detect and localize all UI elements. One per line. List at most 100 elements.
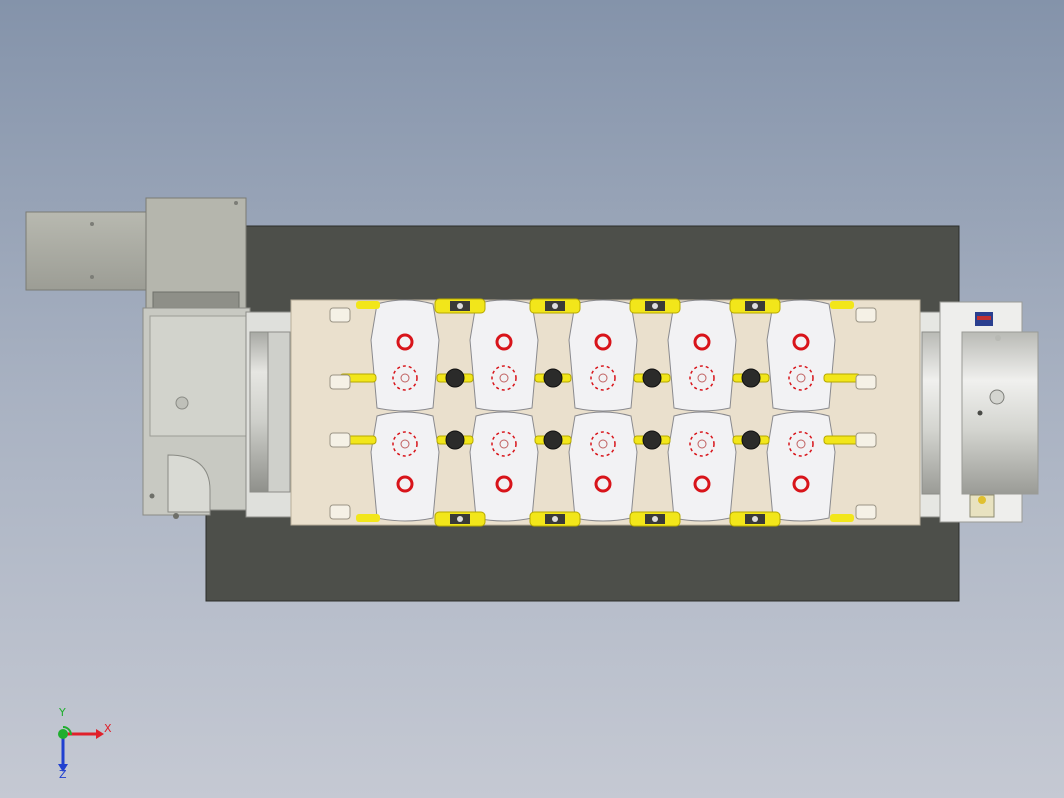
part-casting[interactable] — [667, 299, 737, 412]
swing-clamp[interactable] — [534, 368, 572, 388]
part-casting[interactable] — [766, 411, 836, 522]
corner-clamp[interactable] — [356, 514, 380, 522]
left-drive-unit[interactable] — [25, 197, 251, 519]
part-casting[interactable] — [370, 411, 440, 522]
corner-clamp[interactable] — [356, 301, 380, 309]
bore-locator-icon — [396, 475, 414, 493]
part-casting[interactable] — [667, 411, 737, 522]
swing-clamp[interactable] — [633, 430, 671, 450]
casting-outline — [568, 299, 638, 412]
support-pin[interactable] — [855, 432, 877, 448]
bore-locator-icon — [594, 333, 612, 351]
support-pin[interactable] — [329, 374, 351, 390]
edge-clamp[interactable] — [434, 511, 486, 527]
casting-outline — [370, 299, 440, 412]
swing-clamp[interactable] — [633, 368, 671, 388]
clamp-cylinder-icon — [445, 430, 465, 450]
edge-clamp[interactable] — [434, 298, 486, 314]
radial-pattern-icon — [788, 365, 814, 391]
motor-flange — [145, 197, 247, 309]
corner-clamp-arm — [356, 514, 380, 522]
edge-clamp-pin-icon — [752, 516, 758, 522]
corner-clamp-arm — [830, 301, 854, 309]
radial-pattern-icon — [392, 431, 418, 457]
center-hole-icon — [598, 439, 608, 449]
edge-clamp-pin-icon — [652, 516, 658, 522]
support-pin[interactable] — [855, 307, 877, 323]
swing-clamp[interactable] — [823, 435, 861, 445]
left-spindle[interactable] — [245, 311, 293, 518]
z-axis-arrowhead — [58, 764, 68, 772]
clamp-cylinder-icon — [741, 430, 761, 450]
bore-locator-icon — [495, 475, 513, 493]
right-spindle[interactable] — [917, 301, 1039, 523]
support-pin[interactable] — [855, 374, 877, 390]
swing-clamp[interactable] — [732, 368, 770, 388]
edge-clamp[interactable] — [729, 511, 781, 527]
swing-clamp[interactable] — [823, 373, 861, 383]
clamp-cylinder-icon — [741, 368, 761, 388]
clamp-cylinder-icon — [642, 368, 662, 388]
bolt-icon — [175, 396, 189, 410]
radial-pattern-icon — [491, 365, 517, 391]
edge-clamp-pin-icon — [652, 303, 658, 309]
connector-block — [969, 494, 995, 518]
radial-pattern-icon — [392, 365, 418, 391]
swing-clamp[interactable] — [732, 430, 770, 450]
bore-locator-icon — [495, 333, 513, 351]
center-hole-icon — [697, 373, 707, 383]
gearbox-elbow — [167, 454, 211, 513]
support-pin[interactable] — [329, 504, 351, 520]
corner-clamp[interactable] — [830, 301, 854, 309]
edge-clamp-pin-icon — [752, 303, 758, 309]
casting-outline — [370, 411, 440, 522]
swing-clamp[interactable] — [534, 430, 572, 450]
center-hole-icon — [400, 439, 410, 449]
corner-clamp-arm — [830, 514, 854, 522]
center-hole-icon — [697, 439, 707, 449]
clamp-cylinder-icon — [543, 430, 563, 450]
edge-clamp-pin-icon — [552, 303, 558, 309]
part-casting[interactable] — [568, 299, 638, 412]
support-pin[interactable] — [329, 432, 351, 448]
clamp-cylinder-icon — [642, 430, 662, 450]
center-hole-icon — [598, 373, 608, 383]
clamp-cylinder-icon — [543, 368, 563, 388]
swing-clamp[interactable] — [436, 430, 474, 450]
y-axis-label: Y — [59, 706, 66, 719]
radial-pattern-icon — [590, 431, 616, 457]
part-casting[interactable] — [766, 299, 836, 412]
support-pin[interactable] — [855, 504, 877, 520]
bolt-icon — [234, 201, 238, 205]
y-axis-arc — [62, 726, 72, 736]
edge-clamp[interactable] — [529, 298, 581, 314]
x-axis-arrowhead — [96, 729, 104, 739]
bolt-icon — [90, 222, 94, 226]
swing-clamp[interactable] — [436, 368, 474, 388]
z-axis-label: Z — [59, 768, 67, 781]
edge-clamp[interactable] — [629, 511, 681, 527]
support-pin[interactable] — [329, 307, 351, 323]
corner-clamp[interactable] — [830, 514, 854, 522]
motor-body — [25, 211, 149, 291]
part-casting[interactable] — [469, 299, 539, 412]
y-axis-dot — [58, 729, 68, 739]
bore-locator-icon — [792, 475, 810, 493]
edge-clamp[interactable] — [729, 298, 781, 314]
center-hole-icon — [499, 373, 509, 383]
clamp-arm — [823, 435, 861, 445]
casting-outline — [667, 299, 737, 412]
edge-clamp[interactable] — [529, 511, 581, 527]
edge-clamp[interactable] — [629, 298, 681, 314]
radial-pattern-icon — [689, 365, 715, 391]
bore-locator-icon — [792, 333, 810, 351]
bore-locator-icon — [693, 333, 711, 351]
part-casting[interactable] — [568, 411, 638, 522]
part-casting[interactable] — [370, 299, 440, 412]
motor-terminal-box — [152, 291, 240, 309]
orientation-triad: X Y Z — [48, 706, 118, 782]
edge-clamp-pin-icon — [457, 516, 463, 522]
part-casting[interactable] — [469, 411, 539, 522]
clamp-arm — [823, 373, 861, 383]
